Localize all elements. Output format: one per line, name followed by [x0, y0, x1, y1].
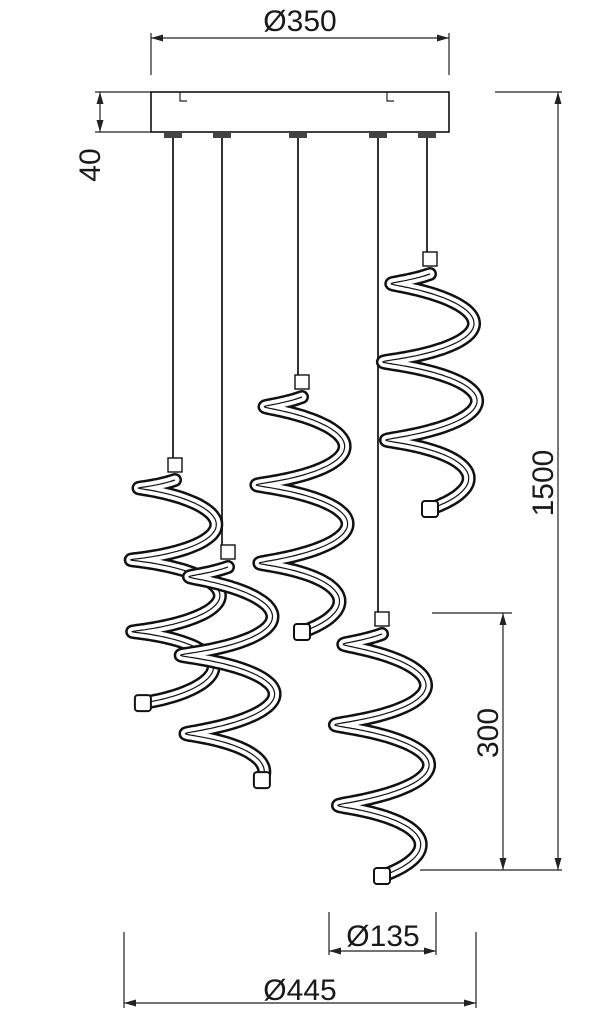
- spiral-pendant-2: [173, 544, 282, 790]
- spiral-pendant-3: [249, 374, 355, 641]
- pendant-height-dimension: 300: [432, 612, 512, 870]
- suspension-cables: [172, 138, 428, 612]
- spiral-pendant-5: [375, 251, 485, 518]
- end-cap: [421, 500, 439, 518]
- pendant-diameter-label: Ø135: [346, 920, 419, 953]
- canopy-height-label: 40: [74, 148, 107, 181]
- end-cap: [252, 771, 271, 790]
- end-cap: [293, 623, 311, 641]
- spiral-pendant-4: [327, 611, 437, 885]
- connector-cap: [422, 251, 438, 267]
- canopy: [150, 91, 450, 138]
- spiral-pendants: [123, 251, 485, 885]
- canopy-height-dimension: 40: [74, 91, 151, 182]
- connector-cap: [220, 544, 236, 560]
- connector-cap: [294, 374, 310, 390]
- end-cap: [373, 867, 391, 885]
- connector-cap: [167, 457, 183, 473]
- pendant-diameter-dimension: Ø135: [328, 912, 437, 955]
- pendant-height-label: 300: [472, 708, 505, 758]
- total-height-label: 1500: [527, 450, 560, 517]
- total-height-dimension: 1500: [420, 91, 562, 871]
- overall-diameter-dimension: Ø445: [123, 932, 477, 1008]
- canopy-diameter-label: Ø350: [263, 5, 336, 38]
- end-cap: [133, 694, 152, 713]
- canopy-diameter-dimension: Ø350: [150, 5, 450, 75]
- connector-cap: [374, 611, 390, 627]
- overall-diameter-label: Ø445: [263, 974, 336, 1007]
